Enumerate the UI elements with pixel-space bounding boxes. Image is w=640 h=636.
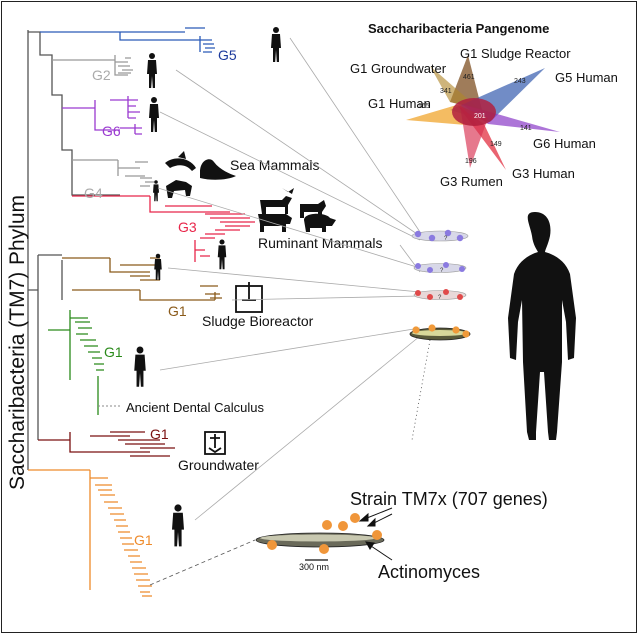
clade-g1-sludge [62, 257, 222, 301]
human-icon-g6 [149, 97, 159, 132]
count-201: 201 [474, 113, 486, 120]
dot-mark-1: ? [444, 236, 448, 242]
goat-icon [300, 200, 326, 218]
tm7x-cell-6 [372, 530, 382, 540]
clade-g6 [62, 96, 142, 135]
clade-g1-human [48, 310, 104, 415]
dot-mark-3: ? [438, 295, 442, 301]
human-icon-g2 [147, 53, 157, 88]
group-label-g1-sludge: G1 [168, 303, 187, 319]
human-icon-g3 [217, 239, 227, 270]
pangenome-title: Saccharibacteria Pangenome [368, 21, 549, 36]
human-icon-g1-green [134, 346, 146, 387]
pan-label-g1-human: G1 Human [368, 96, 431, 111]
dot-mark-2: ? [440, 268, 444, 274]
large-human-silhouette [508, 212, 576, 440]
pan-label-g5-human: G5 Human [555, 70, 618, 85]
count-141: 141 [520, 125, 532, 132]
bacteria-cluster-3: ? [413, 289, 467, 301]
bacteria-cluster-4 [409, 324, 471, 341]
count-196: 196 [465, 158, 477, 165]
connector-lines [149, 37, 431, 586]
moose-icon [260, 188, 294, 214]
clade-g5 [40, 27, 215, 53]
pan-label-g3-human: G3 Human [512, 166, 575, 181]
pan-label-g1-groundwater: G1 Groundwater [350, 61, 447, 76]
group-label-g1-ground: G1 [150, 426, 169, 442]
count-243: 243 [514, 78, 526, 85]
pan-label-g1-sludge: G1 Sludge Reactor [460, 46, 571, 61]
group-label-g2: G2 [92, 67, 111, 83]
sea-mammal-icons [165, 151, 236, 198]
clade-g2 [52, 55, 133, 76]
actinomyces-cell [255, 513, 385, 554]
clade-g4 [72, 159, 154, 187]
human-icon-g1-orange [172, 504, 184, 547]
scale-bar-label: 300 nm [299, 562, 329, 572]
group-label-g1-human: G1 [104, 344, 123, 360]
seal-icon [200, 159, 236, 180]
group-label-g4: G4 [84, 185, 103, 201]
human-icon-g4 [153, 180, 159, 202]
habitat-sludge-bioreactor: Sludge Bioreactor [202, 313, 314, 329]
group-label-g3: G3 [178, 219, 197, 235]
habitat-ancient-dental: Ancient Dental Calculus [126, 400, 265, 415]
pan-label-g6-human: G6 Human [533, 136, 596, 151]
bacteria-cluster-2: ? [413, 262, 467, 274]
bacteria-cluster-1: ? [411, 229, 469, 242]
actinomyces-label: Actinomyces [378, 562, 480, 582]
group-label-g1-human2: G1 [134, 532, 153, 548]
count-149: 149 [490, 141, 502, 148]
core-overlap [452, 98, 496, 126]
tm7x-cell-2 [338, 521, 348, 531]
tm7x-cell-4 [267, 540, 277, 550]
tm7x-cell-1 [322, 520, 332, 530]
human-icon-g5 [271, 27, 281, 62]
axis-label-line2: Phylum [6, 195, 29, 265]
group-label-g6: G6 [102, 123, 121, 139]
pangenome-venn [406, 55, 560, 170]
count-341: 341 [440, 88, 452, 95]
strain-arrows [358, 507, 393, 561]
tm7x-cell-5 [319, 544, 329, 554]
count-165: 165 [418, 103, 430, 110]
wolf-icon [166, 180, 192, 198]
sheep-icon [304, 213, 336, 232]
axis-label-line1: Saccharibacteria (TM7) [6, 272, 29, 490]
well-icon [204, 431, 226, 455]
axis-label-group: Saccharibacteria (TM7) Phylum [6, 195, 29, 490]
dolphin-icon [165, 151, 196, 171]
count-461: 461 [463, 74, 475, 81]
petal-groundwater [430, 66, 478, 108]
strain-label: Strain TM7x (707 genes) [350, 489, 548, 509]
cow-icon [258, 214, 292, 232]
bioreactor-icon [235, 282, 263, 313]
pan-label-g3-rumen: G3 Rumen [440, 174, 503, 189]
habitat-groundwater: Groundwater [178, 457, 259, 473]
phylogenetic-tree [27, 27, 255, 597]
tm7x-cell-3 [350, 513, 360, 523]
clade-g1-human2 [28, 469, 152, 597]
group-label-g5: G5 [218, 47, 237, 63]
clade-g1-ground [38, 431, 175, 457]
ruminant-icons [258, 188, 336, 232]
clade-g3 [72, 195, 255, 262]
habitat-sea-mammals: Sea Mammals [230, 157, 319, 173]
